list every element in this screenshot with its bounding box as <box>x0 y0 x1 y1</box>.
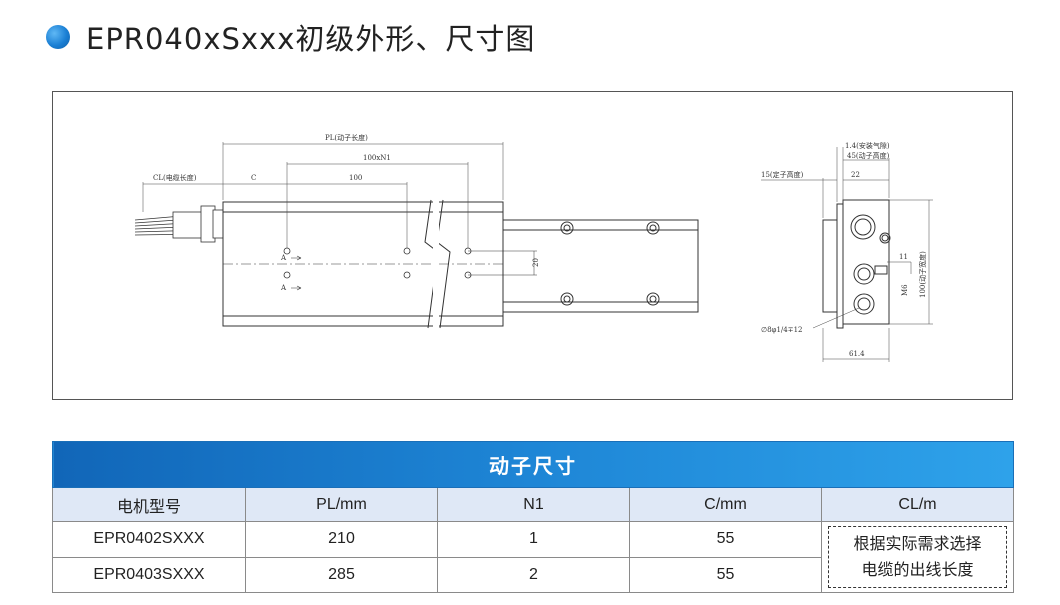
header-c: C/mm <box>629 487 822 522</box>
cl-note-line1: 根据实际需求选择 <box>853 534 982 553</box>
dim-width-label: 100(动子宽度) <box>918 251 927 298</box>
section-a-label-bottom: A <box>280 284 287 292</box>
dim-pl-label: PL(动子长度) <box>325 133 368 142</box>
dim-gap-label: 1.4(安装气隙) <box>845 141 890 150</box>
end-view <box>822 199 891 329</box>
title-row: EPR040xSxxx初级外形、尺寸图 <box>46 14 535 60</box>
table-caption: 动子尺寸 <box>51 441 1015 488</box>
cell-c: 55 <box>629 521 822 558</box>
title-bullet-icon <box>46 25 70 49</box>
cell-model: EPR0402SXXX <box>52 521 246 558</box>
dim-c-label: C <box>251 174 256 182</box>
cell-c: 55 <box>629 556 822 593</box>
cell-cl-note: 根据实际需求选择 电缆的出线长度 <box>820 521 1015 593</box>
cell-pl: 210 <box>245 521 438 558</box>
header-n1: N1 <box>437 487 630 522</box>
dim-11-label: 11 <box>899 253 908 261</box>
mover-body <box>222 196 504 330</box>
stator-body <box>502 219 699 313</box>
dim-20-label: 20 <box>532 258 540 267</box>
table-row: EPR0402SXXX 210 1 55 根据实际需求选择 电缆的出线长度 <box>52 521 1015 593</box>
dim-n1-label: 100xN1 <box>363 154 391 162</box>
header-cl: CL/m <box>820 487 1015 522</box>
dimension-lines <box>142 142 504 248</box>
cell-model: EPR0403SXXX <box>52 556 246 593</box>
section-a-label-top: A <box>280 254 287 262</box>
mover-dimension-table: 动子尺寸 电机型号 PL/mm N1 C/mm CL/m EPR0402SXXX… <box>51 441 1015 593</box>
cl-note-line2: 电缆的出线长度 <box>861 560 974 579</box>
cell-n1: 2 <box>437 556 630 593</box>
dim-hole-label: ∅8φ1/4∓12 <box>761 326 803 334</box>
dim-m6-label: M6 <box>901 284 909 296</box>
table-row: EPR0403SXXX 285 2 55 <box>52 556 1014 593</box>
cell-pl: 285 <box>245 556 438 593</box>
header-pl: PL/mm <box>245 487 438 522</box>
cable <box>134 205 224 243</box>
cl-note-box: 根据实际需求选择 电缆的出线长度 <box>828 526 1008 588</box>
page-title: EPR040xSxxx初级外形、尺寸图 <box>86 22 536 56</box>
end-view-dimensions <box>761 147 933 362</box>
dim-mover-height-label: 45(动子高度) <box>847 151 890 160</box>
dim-pitch-label: 100 <box>349 174 362 182</box>
dim-cl-label: CL(电缆长度) <box>153 173 197 182</box>
dim-total-label: 61.4 <box>849 350 865 358</box>
dim-22-label: 22 <box>851 171 860 179</box>
cell-n1: 1 <box>437 521 630 558</box>
drawing-canvas: 20 A A PL(动子长度) 100xN1 CL(电缆长度) C 100 <box>134 133 933 362</box>
table-header-row: 电机型号 PL/mm N1 C/mm CL/m <box>52 487 1015 522</box>
header-model: 电机型号 <box>52 487 246 522</box>
dimension-drawing: 20 A A PL(动子长度) 100xN1 CL(电缆长度) C 100 <box>52 91 1013 400</box>
dim-stator-height-label: 15(定子高度) <box>761 170 804 179</box>
